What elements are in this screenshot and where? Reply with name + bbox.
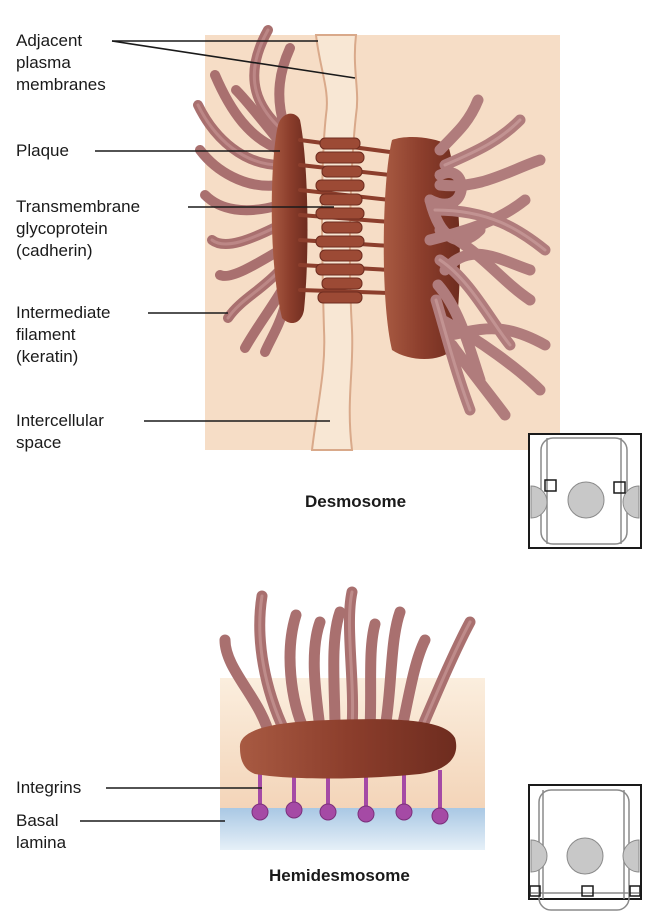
desmosome-thumbnail (528, 433, 642, 549)
desmosome-leader-lines (95, 40, 356, 422)
label-intermediate-filament: Intermediate filament (keratin) (16, 303, 111, 366)
hemidesmosome-thumbnail (528, 784, 642, 911)
label-basal-lamina: Basal lamina (16, 811, 67, 852)
label-plaque: Plaque (16, 141, 69, 160)
cadherin-cluster (315, 137, 365, 304)
hemi-plaque (239, 719, 457, 779)
desmosome-title: Desmosome (305, 492, 407, 511)
hemidesmosome-title: Hemidesmosome (269, 866, 410, 885)
label-transmembrane-glycoprotein: Transmembrane glycoprotein (cadherin) (16, 197, 141, 260)
label-integrins: Integrins (16, 778, 82, 797)
label-adjacent-plasma-membranes: Adjacent plasma membranes (16, 31, 106, 94)
hemidesmosome-leader-lines (80, 787, 262, 822)
label-intercellular-space: Intercellular space (16, 411, 104, 452)
hemidesmosome-illustration (219, 586, 485, 850)
desmosome-illustration (193, 25, 560, 451)
